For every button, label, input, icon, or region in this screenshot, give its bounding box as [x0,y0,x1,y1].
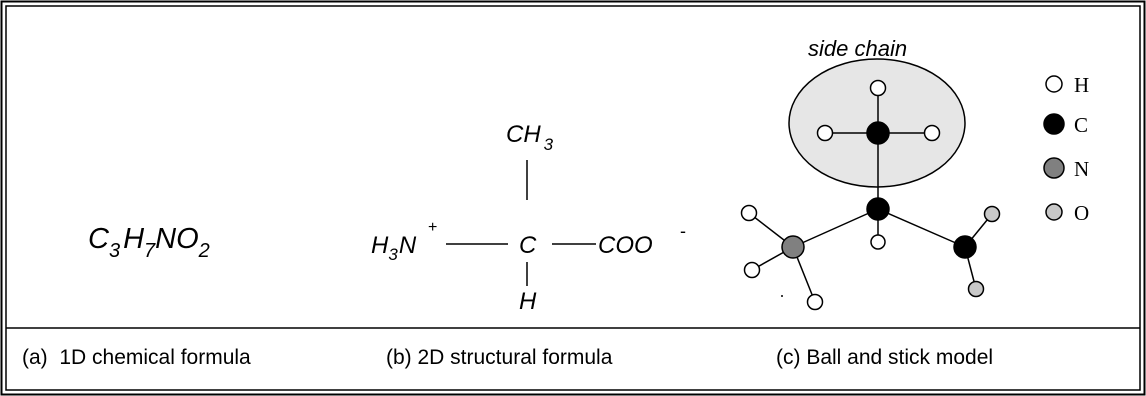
hydrogen-atom [743,261,761,279]
legend-swatch-n [1043,157,1065,179]
hydrogen-atom [740,204,758,222]
alpha-carbon-label: C [519,232,537,259]
carboxyl-group-label: COO [598,232,653,259]
inner-frame [5,5,1141,391]
legend-label-h: H [1074,73,1089,97]
amino-charge: + [428,219,437,236]
nitrogen-atom [781,235,805,259]
oxygen-atom [983,205,1001,223]
side-chain-label: side chain [808,36,907,61]
hydrogen-atom [816,124,834,142]
hydrogen-atom [806,293,824,311]
stray-dot [781,295,783,297]
hydrogen-atom [870,234,886,250]
amino-group-label: H3N [371,232,417,264]
legend-swatch-h [1045,75,1063,93]
legend-label-o: O [1074,201,1089,225]
legend-label-n: N [1074,157,1089,181]
hydrogen-atom [923,124,941,142]
hydrogen-label: H [519,288,537,315]
legend-label-c: C [1074,113,1088,137]
hydrogen-atom [869,79,887,97]
carboxyl-charge: - [680,221,686,241]
ball-and-stick-model: side chain [740,36,1001,311]
caption-2d-formula: (b) 2D structural formula [386,346,613,369]
oxygen-atom [967,280,985,298]
caption-ball-stick: (c) Ball and stick model [776,346,993,369]
carbon-atom [866,197,890,221]
carbon-atom [953,235,977,259]
legend-swatch-o [1045,203,1063,221]
carbon-atom [866,121,890,145]
atom-legend: H C N O [1043,73,1089,225]
caption-1d-formula: (a) 1D chemical formula [22,346,251,369]
legend-swatch-c [1043,113,1065,135]
